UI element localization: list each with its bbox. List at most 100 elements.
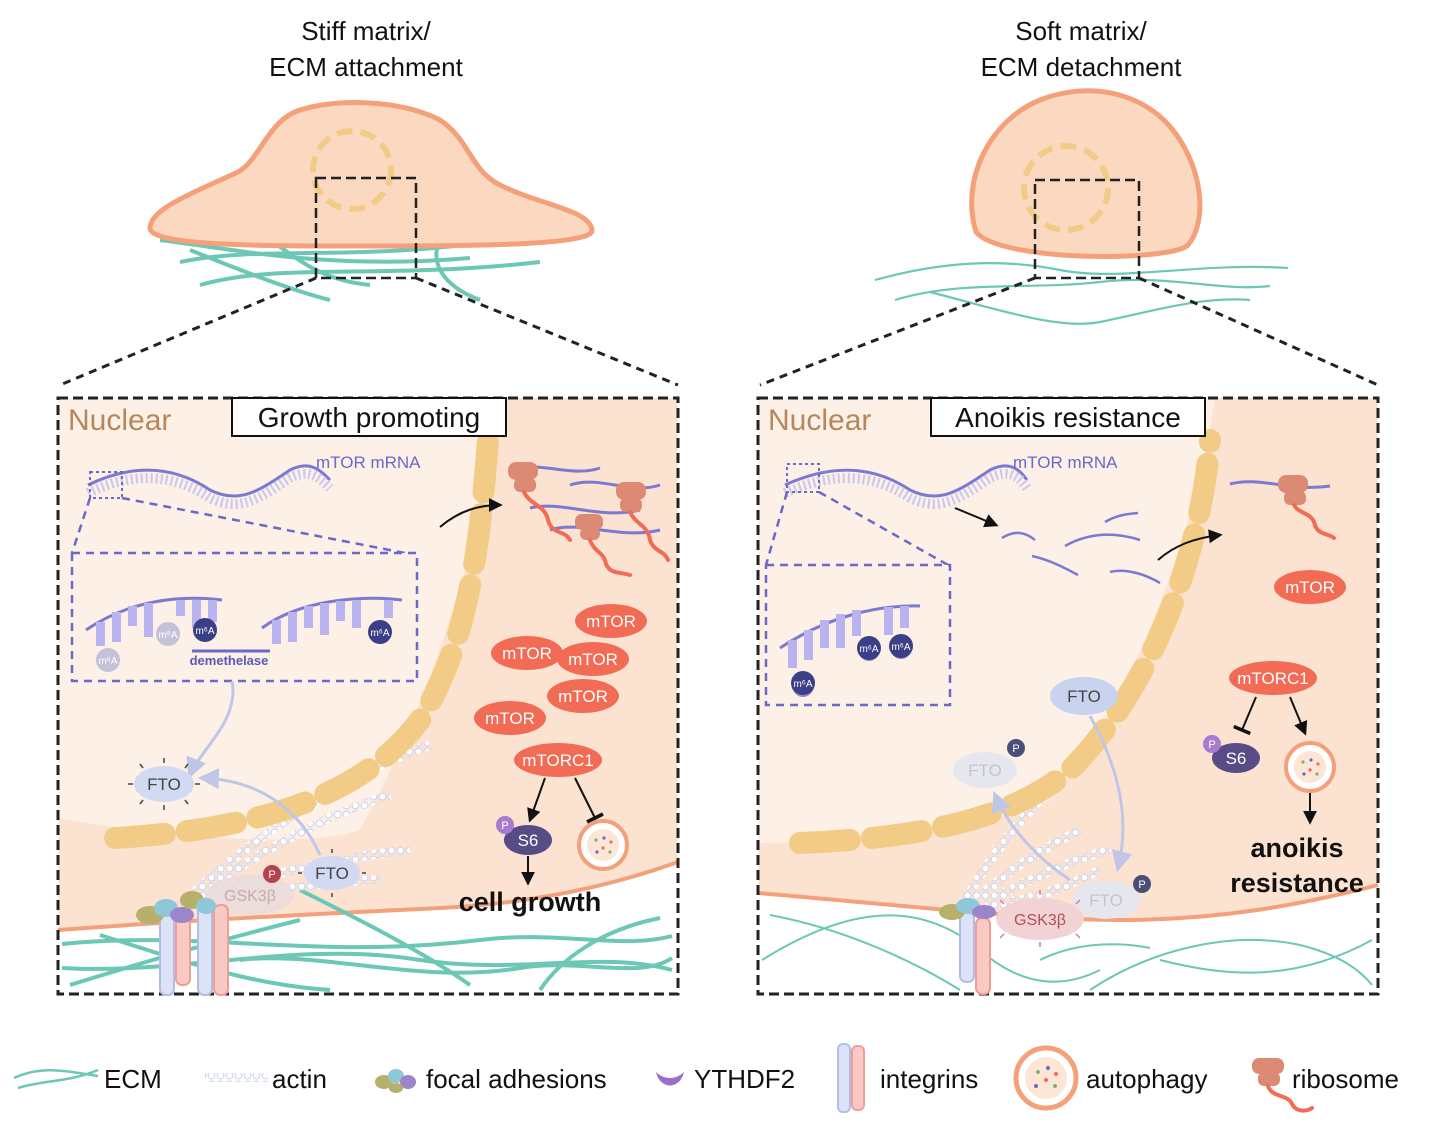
legend-autophagy: autophagy	[1086, 1064, 1207, 1094]
stiff-mrna-label: mTOR mRNA	[316, 453, 421, 472]
phospho-mark: P	[501, 820, 508, 832]
soft-nuclear-envelope	[789, 429, 1221, 854]
soft-mrna-fragments	[1001, 511, 1161, 585]
gsk-label: GSK3β	[1014, 912, 1066, 929]
stiff-autophagosome	[577, 819, 629, 871]
stiff-integrins	[136, 891, 229, 996]
stiff-zoom-panel: Nuclear Growth promoting mTOR mRNA	[56, 396, 680, 996]
soft-cell-body	[969, 88, 1203, 259]
soft-mtor: mTOR mTORC1	[1229, 570, 1346, 695]
stiff-nuclear-label: Nuclear	[68, 404, 171, 437]
fto-label: FTO	[1089, 891, 1123, 910]
m6a-mark: m⁶A	[891, 642, 910, 653]
soft-mtor-mrna: mTOR mRNA	[782, 453, 1118, 510]
mtorc1-label: mTORC1	[522, 751, 593, 770]
soft-s6: S6 P	[1203, 735, 1260, 773]
mtor-label: mTOR	[485, 709, 535, 728]
soft-autophagosome	[1284, 741, 1336, 793]
soft-title-line2: ECM detachment	[981, 52, 1183, 82]
stiff-m6a-inset: m⁶A m⁶A m⁶A m⁶A demethelase	[70, 551, 419, 683]
soft-integrins	[939, 898, 996, 995]
mtor-label: mTOR	[568, 650, 618, 669]
phospho-mark: P	[268, 869, 275, 881]
ecm-fibers-soft	[874, 262, 1289, 325]
soft-mrna-label: mTOR mRNA	[1013, 453, 1118, 472]
stiff-box-label: Growth promoting	[258, 402, 481, 433]
soft-fto-3: FTO P	[1072, 875, 1151, 919]
stiff-nuclear-envelope	[104, 429, 499, 849]
mtor-label: mTOR	[558, 687, 608, 706]
m6a-mark: m⁶A	[98, 656, 117, 667]
legend-ribosome-icon	[1252, 1058, 1314, 1113]
s6-label: S6	[518, 831, 539, 850]
legend-ribosome: ribosome	[1292, 1064, 1399, 1094]
soft-box-label: Anoikis resistance	[955, 402, 1181, 433]
legend-focal-adhesion-icon	[375, 1069, 416, 1093]
s6-label: S6	[1226, 749, 1247, 768]
soft-fto-1: FTO	[1050, 677, 1118, 715]
ecm-fibers-stiff	[159, 238, 541, 302]
phospho-mark: P	[1208, 739, 1215, 751]
legend-ythdf2-icon	[656, 1072, 684, 1086]
fto-label: FTO	[1067, 687, 1101, 706]
phospho-mark: P	[1138, 879, 1145, 891]
fto-label: FTO	[315, 864, 349, 883]
soft-gsk3b: GSK3β	[996, 890, 1084, 947]
mtorc1-label: mTORC1	[1237, 669, 1308, 688]
soft-m6a-inset: m⁶A m⁶A m⁶A	[764, 563, 952, 707]
stiff-fto-1: FTO	[128, 758, 200, 810]
soft-box-label-frame	[930, 397, 1206, 437]
m6a-mark: m⁶A	[370, 628, 389, 639]
legend-focal-adhesions: focal adhesions	[426, 1064, 607, 1094]
gsk-label: GSK3β	[224, 888, 276, 905]
legend-ecm-icon	[13, 1068, 99, 1090]
soft-outcome-line2: resistance	[1230, 868, 1364, 898]
legend-integrins: integrins	[880, 1064, 978, 1094]
stiff-title-line1: Stiff matrix/	[301, 16, 431, 46]
stiff-zoom-line-right	[415, 276, 679, 387]
soft-zoom-line-right	[1138, 276, 1379, 387]
legend-ecm: ECM	[104, 1064, 162, 1094]
fto-label: FTO	[968, 761, 1002, 780]
soft-plasma-membrane	[757, 883, 1379, 923]
stiff-title-line2: ECM attachment	[269, 52, 463, 82]
stiff-gsk3b: GSK3β P	[206, 865, 294, 915]
legend-actin-icon	[205, 1073, 268, 1082]
stiff-mtor-cluster: mTOR mTOR mTOR mTOR mTOR mTORC1	[474, 604, 647, 777]
soft-zoom-box	[1033, 178, 1141, 280]
mtor-label: mTOR	[586, 612, 636, 631]
legend-integrin-icon	[837, 1043, 865, 1113]
stiff-outcome: cell growth	[459, 887, 602, 917]
mtor-label: mTOR	[502, 644, 552, 663]
m6a-mark: m⁶A	[793, 679, 812, 690]
soft-actin	[961, 796, 1112, 910]
mtor-label: mTOR	[1285, 578, 1335, 597]
legend-ythdf2: YTHDF2	[694, 1064, 795, 1094]
soft-title-line1: Soft matrix/	[1015, 16, 1147, 46]
stiff-s6: S6 P	[496, 816, 552, 855]
stiff-mtor-mrna: mTOR mRNA	[85, 453, 421, 510]
m6a-mark: m⁶A	[158, 630, 177, 641]
soft-zoom-line-left	[759, 276, 1036, 387]
stiff-box-label-frame	[231, 397, 507, 437]
stiff-nucleus	[310, 128, 394, 212]
soft-nuclear-label: Nuclear	[768, 404, 871, 437]
demethylase-label: demethelase	[190, 653, 269, 668]
legend: ECM actin focal adhesions YTHDF2 integri…	[13, 1043, 1399, 1113]
stiff-zoom-box	[314, 176, 418, 280]
phospho-mark: P	[1012, 743, 1019, 755]
m6a-mark: m⁶A	[195, 626, 214, 637]
soft-ecm-fibers	[761, 914, 1373, 991]
stiff-cell-body	[147, 100, 595, 249]
stiff-zoom-line-left	[59, 276, 317, 387]
soft-outcome-line1: anoikis	[1250, 833, 1343, 863]
soft-zoom-panel: Nuclear Anoikis resistance mTOR mRNA m⁶A	[756, 396, 1380, 996]
m6a-mark: m⁶A	[859, 644, 878, 655]
soft-fto-2: FTO P	[953, 739, 1025, 788]
stiff-cell-overview: Stiff matrix/ ECM attachment	[59, 16, 679, 387]
soft-cell-overview: Soft matrix/ ECM detachment	[759, 16, 1379, 387]
stiff-fto-2: FTO	[298, 849, 366, 897]
soft-ribosome	[1229, 475, 1336, 540]
legend-autophagy-icon	[1013, 1045, 1079, 1111]
